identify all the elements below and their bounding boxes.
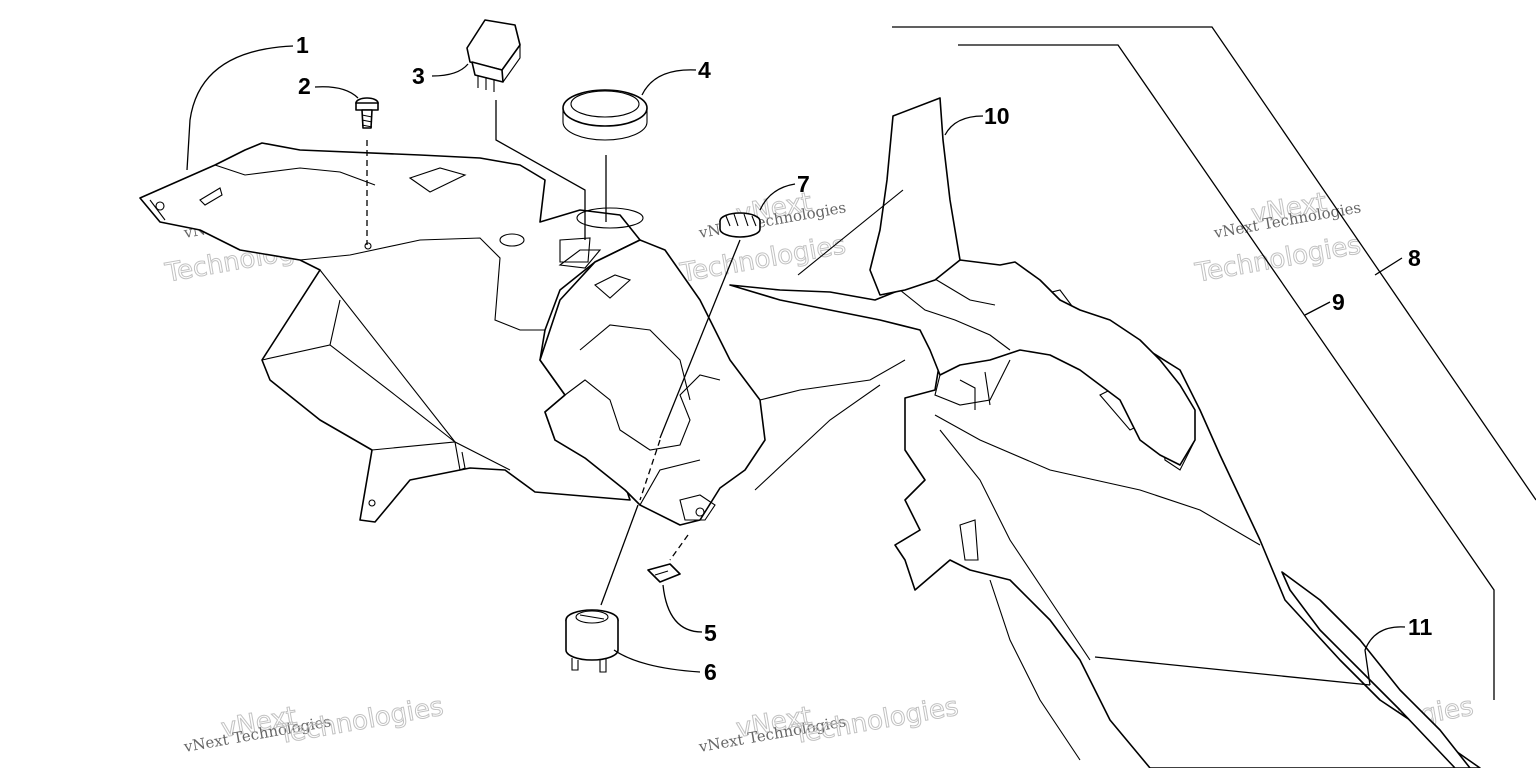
leader-3	[431, 63, 469, 77]
watermark-technologies: Technologies	[275, 692, 446, 751]
part-6-ignition-switch	[565, 504, 639, 673]
part-1-left-dash-panel	[139, 142, 641, 523]
callout-5: 5	[704, 620, 717, 646]
leader-2	[314, 86, 359, 99]
leader-11b	[1094, 656, 1371, 686]
leader-lines	[186, 45, 1406, 686]
callout-4: 4	[698, 57, 711, 83]
callout-8: 8	[1408, 245, 1421, 271]
part-10-deflector-fin	[797, 97, 961, 296]
leader-7	[759, 183, 796, 211]
callout-1: 1	[296, 32, 309, 58]
part-7-cap	[639, 212, 761, 501]
leader-5	[662, 584, 703, 633]
leader-10	[944, 115, 984, 136]
gauge-pod-housing	[539, 207, 766, 526]
callout-10: 10	[984, 103, 1010, 129]
callout-2: 2	[298, 73, 311, 99]
callout-9: 9	[1332, 289, 1345, 315]
callout-11: 11	[1408, 614, 1433, 640]
callout-6: 6	[704, 659, 717, 685]
callout-3: 3	[412, 63, 425, 89]
part-2-screw	[355, 97, 379, 245]
part-4-gauge-ring	[562, 89, 648, 222]
leader-8	[1374, 257, 1403, 276]
part-5-clip	[647, 534, 689, 583]
leader-9	[1304, 301, 1331, 316]
watermark-technologies: Technologies	[790, 692, 961, 751]
leader-1	[186, 45, 294, 171]
callout-7: 7	[797, 171, 810, 197]
leader-6	[613, 649, 701, 673]
callout-labels: 1 2 3 4 5 6 7 8 9 10 11	[296, 32, 1433, 685]
part-9-outline	[958, 44, 1495, 700]
part-8-outline	[892, 26, 1536, 501]
leader-11	[1364, 626, 1406, 686]
leader-4	[641, 69, 697, 96]
part-3-rocker-switch	[466, 19, 586, 240]
